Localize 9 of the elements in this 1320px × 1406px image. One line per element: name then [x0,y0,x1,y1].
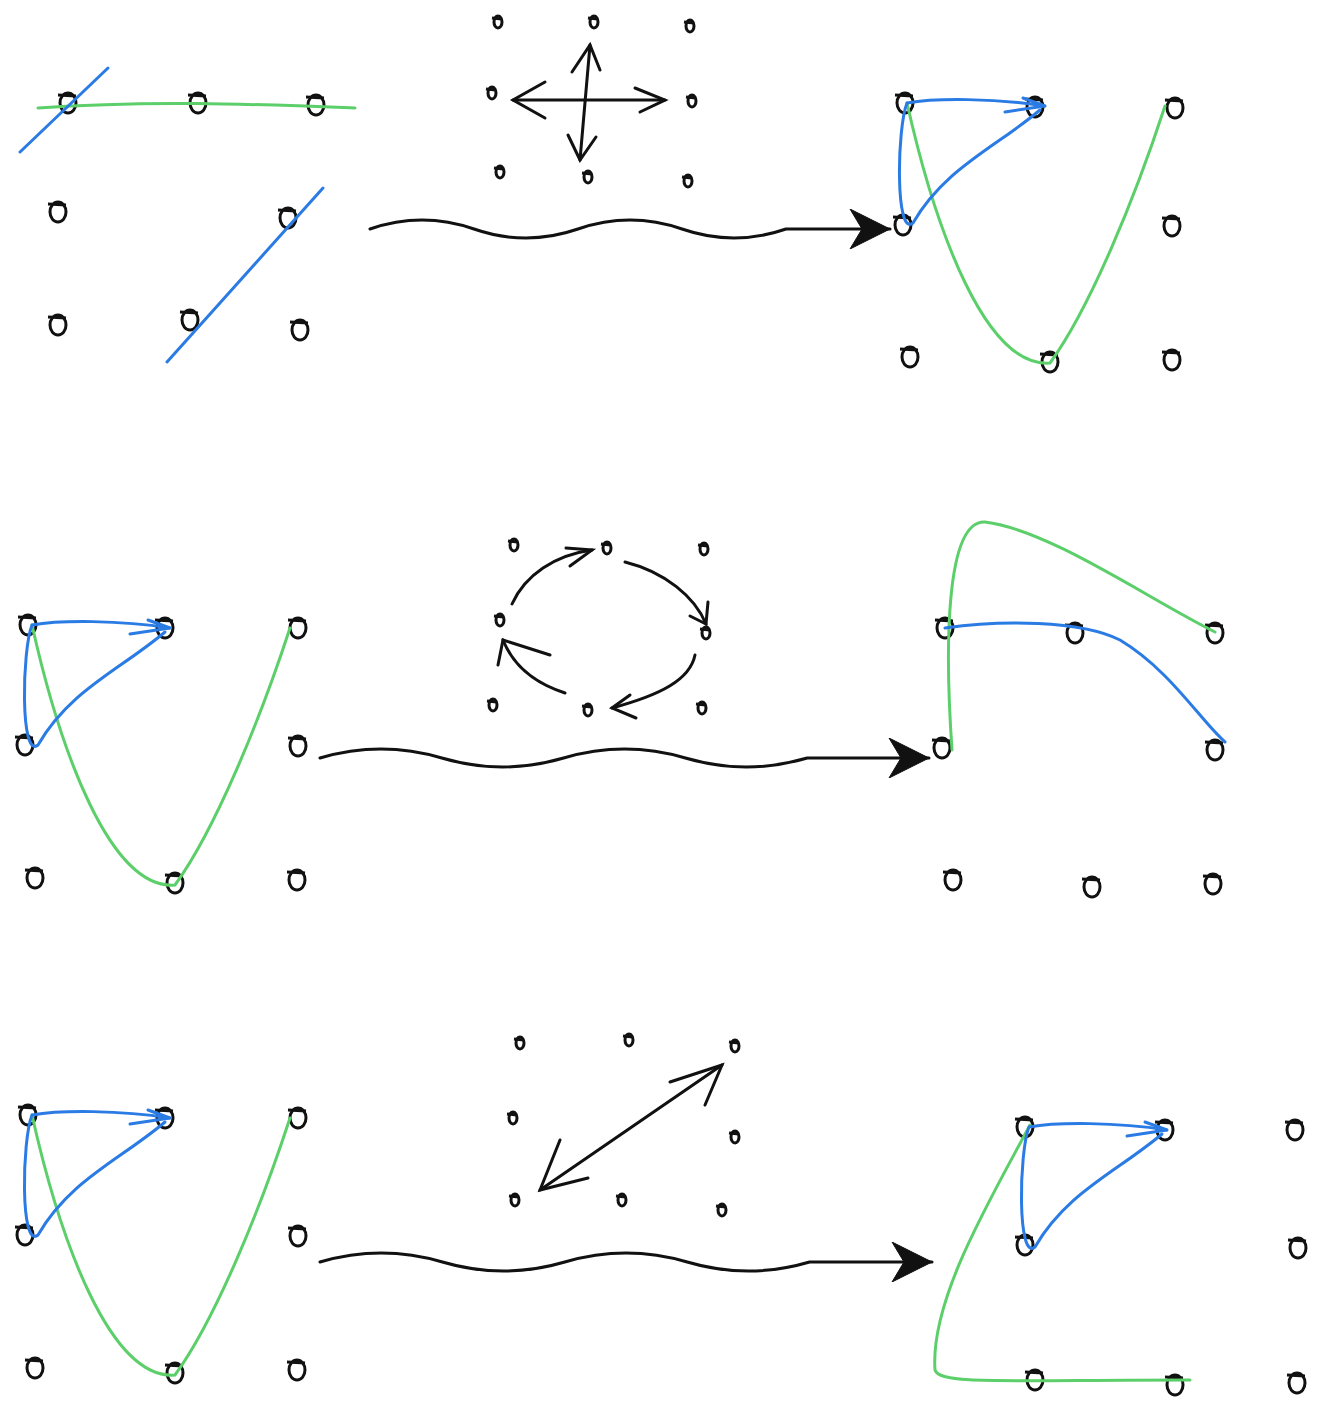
dot-grid-drawing [14,613,308,895]
dot-grid-drawing [892,91,1185,374]
dot-grid-drawing [931,520,1227,899]
wavy-arrow [368,208,892,250]
dot-grid-drawing [18,66,357,364]
dot-grid-drawing [933,1115,1308,1397]
wavy-arrow [318,737,931,779]
dot-grid-drawing [14,1103,308,1385]
wavy-arrow [318,1241,934,1283]
